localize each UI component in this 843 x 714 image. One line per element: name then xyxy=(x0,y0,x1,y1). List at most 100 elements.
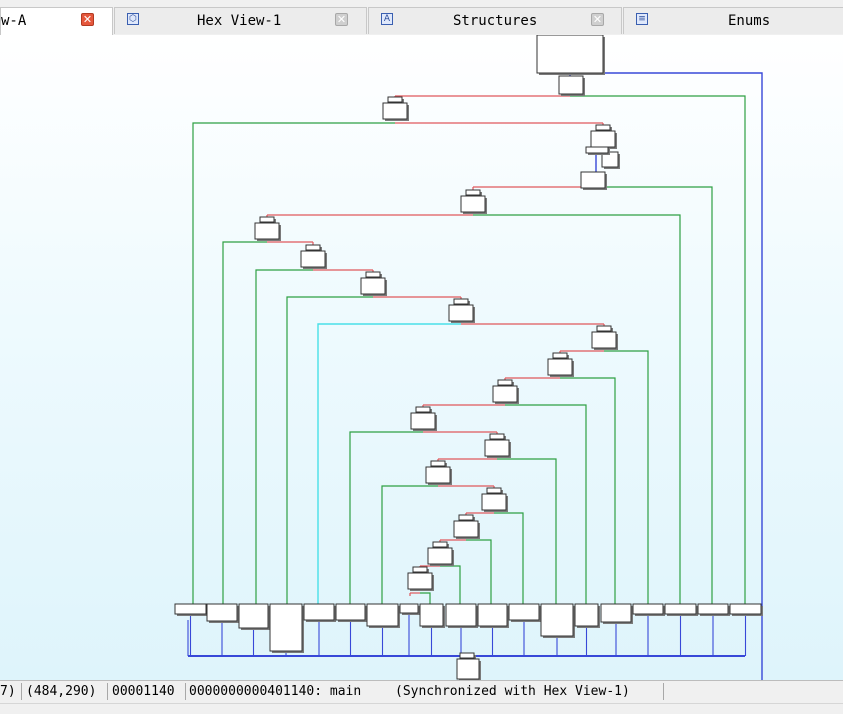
block-header[interactable] xyxy=(595,124,611,131)
case-block[interactable] xyxy=(632,603,664,615)
graph-view[interactable] xyxy=(0,35,843,680)
close-icon[interactable]: ✕ xyxy=(335,13,348,26)
case-block[interactable] xyxy=(238,603,269,629)
case-block[interactable] xyxy=(477,603,508,627)
block-header[interactable] xyxy=(497,379,513,386)
tab-hex-view[interactable]: ⬡ Hex View-1 ✕ xyxy=(114,7,367,34)
graph-edge xyxy=(595,186,713,604)
case-block[interactable] xyxy=(664,603,697,615)
file-offset-readout: 00001140 xyxy=(112,684,175,699)
block-header[interactable] xyxy=(305,244,321,251)
basic-block[interactable] xyxy=(558,75,584,95)
compare-block[interactable] xyxy=(460,195,486,213)
case-block[interactable] xyxy=(697,603,729,615)
compare-block[interactable] xyxy=(300,250,326,268)
block-header[interactable] xyxy=(489,433,505,440)
close-icon[interactable]: ✕ xyxy=(591,13,604,26)
tab-enums[interactable]: ≡ Enums xyxy=(623,7,843,34)
compare-block[interactable] xyxy=(254,222,280,240)
block-header[interactable] xyxy=(259,216,275,223)
graph-edge xyxy=(497,458,557,604)
tab-structures[interactable]: A Structures ✕ xyxy=(368,7,622,34)
zoom-readout: 7) xyxy=(0,684,16,699)
case-block[interactable] xyxy=(399,603,419,614)
bottom-strip xyxy=(0,703,843,714)
compare-block[interactable] xyxy=(427,547,453,565)
compare-block[interactable] xyxy=(492,385,518,403)
graph-edge xyxy=(381,485,438,604)
divider xyxy=(663,683,664,700)
block-header[interactable] xyxy=(412,566,428,573)
block-header[interactable] xyxy=(596,325,612,332)
compare-block[interactable] xyxy=(360,277,386,295)
divider xyxy=(185,683,186,700)
graph-edge xyxy=(349,431,423,604)
case-block[interactable] xyxy=(540,603,574,637)
case-block[interactable] xyxy=(269,603,303,652)
compare-block[interactable] xyxy=(410,412,436,430)
divider xyxy=(21,683,22,700)
block-header[interactable] xyxy=(432,541,448,548)
block-header[interactable] xyxy=(387,96,403,103)
compare-block[interactable] xyxy=(547,358,573,376)
block-header[interactable] xyxy=(415,406,431,413)
compare-block[interactable] xyxy=(453,520,479,538)
exit-block[interactable] xyxy=(456,658,480,680)
case-block[interactable] xyxy=(445,603,477,627)
block-header[interactable] xyxy=(458,514,474,521)
control-flow-graph[interactable] xyxy=(0,35,843,680)
graph-edge xyxy=(420,592,431,604)
case-block[interactable] xyxy=(335,603,366,621)
case-block[interactable] xyxy=(419,603,444,627)
tab-label: w-A xyxy=(1,13,27,29)
case-block[interactable] xyxy=(206,603,238,622)
compare-block[interactable] xyxy=(484,439,510,457)
compare-block[interactable] xyxy=(448,304,474,322)
compare-block[interactable] xyxy=(382,102,408,120)
case-block[interactable] xyxy=(303,603,335,621)
block-header[interactable] xyxy=(486,487,502,494)
tab-bar: w-A ✕ ⬡ Hex View-1 ✕ A Structures ✕ ≡ En… xyxy=(0,0,843,36)
case-block[interactable] xyxy=(366,603,399,627)
graph-edge xyxy=(192,122,395,604)
block-header[interactable] xyxy=(465,189,481,196)
entry-block[interactable] xyxy=(536,35,604,74)
compare-block[interactable] xyxy=(481,493,507,511)
graph-edge xyxy=(494,512,524,604)
graph-edge xyxy=(440,565,461,604)
case-block[interactable] xyxy=(508,603,540,621)
graph-edge xyxy=(505,404,587,604)
block-header[interactable] xyxy=(585,146,609,154)
hex-view-icon: ⬡ xyxy=(127,13,139,25)
close-icon[interactable]: ✕ xyxy=(81,13,94,26)
address-readout: 0000000000401140: main xyxy=(189,684,362,699)
block-header[interactable] xyxy=(459,652,475,659)
graph-edge xyxy=(560,377,616,604)
tab-ida-view[interactable]: w-A ✕ xyxy=(0,7,113,35)
tab-label: Structures xyxy=(453,13,538,29)
tab-label: Enums xyxy=(728,13,771,29)
graph-edge xyxy=(222,241,267,604)
compare-block[interactable] xyxy=(407,572,433,590)
case-block[interactable] xyxy=(600,603,632,623)
tab-label: Hex View-1 xyxy=(197,13,282,29)
block-header[interactable] xyxy=(552,352,568,359)
block-header[interactable] xyxy=(365,271,381,278)
graph-edge xyxy=(604,350,649,604)
graph-edge xyxy=(570,95,746,604)
block-header[interactable] xyxy=(430,460,446,467)
case-block[interactable] xyxy=(174,603,207,615)
block-header[interactable] xyxy=(453,298,469,305)
compare-block[interactable] xyxy=(591,331,617,349)
compare-block[interactable] xyxy=(425,466,451,484)
case-block[interactable] xyxy=(729,603,762,615)
basic-block[interactable] xyxy=(580,171,606,189)
graph-edge xyxy=(473,214,681,604)
compare-block[interactable] xyxy=(590,130,616,148)
graph-edge xyxy=(466,539,492,604)
coordinates-readout: (484,290) xyxy=(26,684,97,699)
status-bar: 7) (484,290) 00001140 0000000000401140: … xyxy=(0,680,843,703)
divider xyxy=(107,683,108,700)
case-block[interactable] xyxy=(574,603,599,627)
graph-edges xyxy=(187,72,763,680)
